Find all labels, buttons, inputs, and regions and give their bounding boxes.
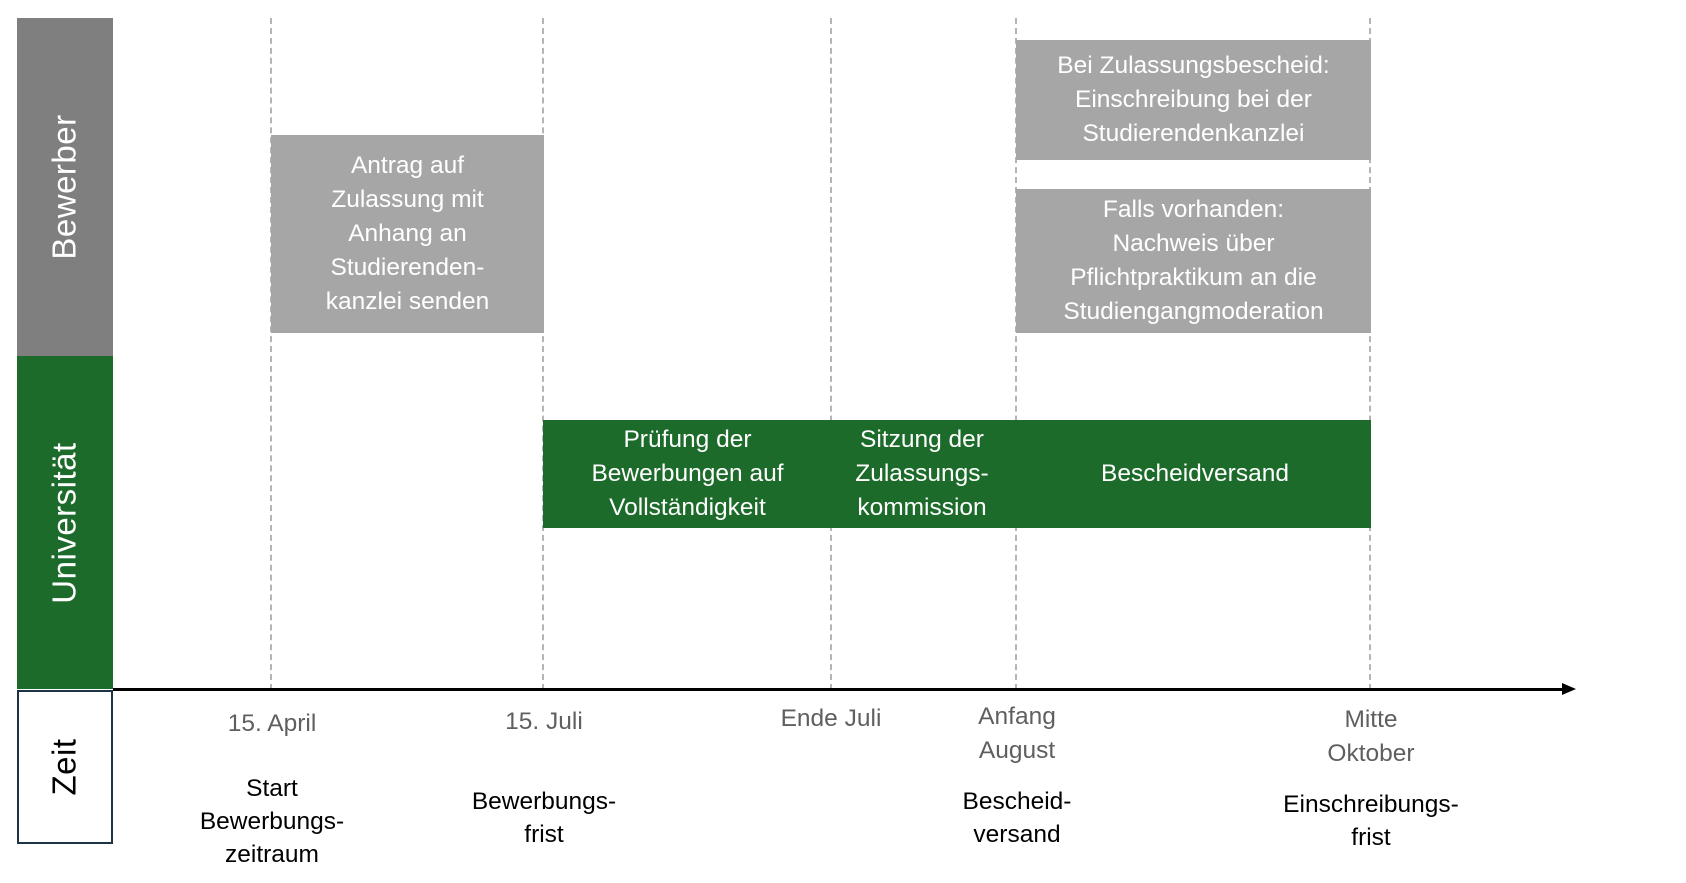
time-axis <box>113 688 1565 691</box>
lane-label-university: Universität <box>17 356 113 689</box>
time-marker-august <box>1015 18 1017 690</box>
task-enrollment: Bei Zulassungsbescheid: Einschreibung be… <box>1016 40 1371 160</box>
lane-label-time-text: Zeit <box>45 738 83 796</box>
date-label: Anfang August <box>978 703 1056 764</box>
lane-label-applicant-text: Bewerber <box>46 114 84 260</box>
date-label: 15. April <box>227 710 317 737</box>
time-marker-july <box>542 18 544 690</box>
time-marker-april <box>270 18 272 690</box>
milestone-label: Start Bewerbungs- zeitraum <box>199 775 345 868</box>
task-notice-dispatch: Bescheidversand <box>1101 460 1289 487</box>
time-marker-end-july <box>830 18 832 690</box>
time-axis-arrow-icon <box>1562 683 1576 695</box>
milestone-label: Bewerbungs- frist <box>471 788 617 848</box>
task-internship-proof: Falls vorhanden: Nachweis über Pflichtpr… <box>1016 189 1371 333</box>
milestone-label: Bescheid- versand <box>962 788 1072 848</box>
task-admission-committee: Sitzung der Zulassungs- kommission <box>855 426 989 521</box>
university-process-bar <box>543 420 1371 528</box>
lane-label-time: Zeit <box>17 690 113 844</box>
time-marker-october <box>1369 18 1371 690</box>
task-completeness-check: Prüfung der Bewerbungen auf Vollständigk… <box>591 426 784 521</box>
lane-label-university-text: Universität <box>46 441 84 604</box>
milestone-label: Einschreibungs- frist <box>1283 791 1459 851</box>
date-label: 15. Juli <box>505 708 583 735</box>
date-label: Ende Juli <box>780 705 882 732</box>
task-application: Antrag auf Zulassung mit Anhang an Studi… <box>271 135 544 333</box>
date-label: Mitte Oktober <box>1327 706 1415 767</box>
lane-label-applicant: Bewerber <box>17 18 113 356</box>
